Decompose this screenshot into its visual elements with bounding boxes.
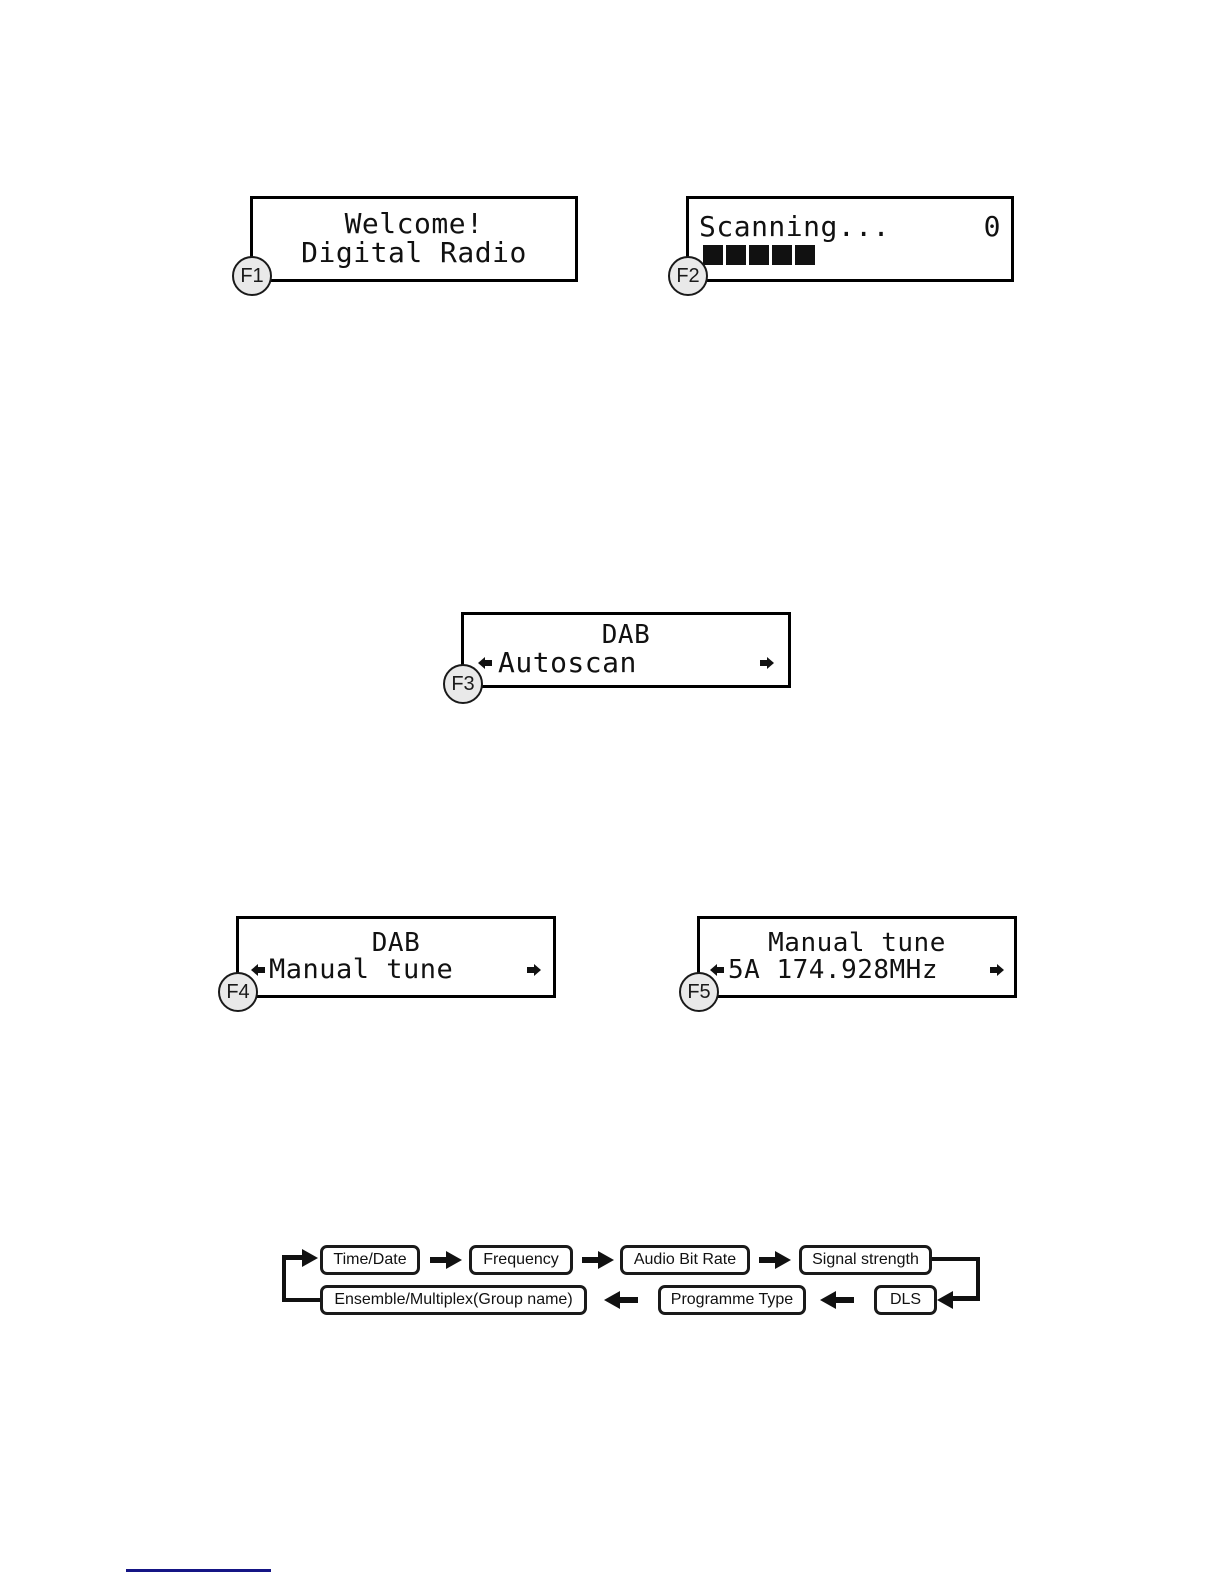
lcd-f1-line1: Welcome! xyxy=(253,210,575,239)
flow-arrow-right-3 xyxy=(775,1251,791,1269)
figure-f2: Scanning... 0 F2 xyxy=(668,196,1014,296)
lcd-f4-line2: Manual tune xyxy=(239,956,553,984)
figure-f5: Manual tune 5A 174.928MHz F5 xyxy=(679,916,1017,1012)
figure-label-f2: F2 xyxy=(668,256,708,296)
flow-arrow-left-2 xyxy=(820,1291,836,1309)
right-arrow-icon xyxy=(523,960,541,980)
flow-box-frequency[interactable]: Frequency xyxy=(469,1245,573,1275)
flow-box-signal-strength[interactable]: Signal strength xyxy=(799,1245,932,1275)
lcd-f4-title: DAB xyxy=(239,930,553,957)
flow-box-programme-type[interactable]: Programme Type xyxy=(658,1285,806,1315)
lcd-screen-f2: Scanning... 0 xyxy=(686,196,1014,282)
lcd-f1-line2: Digital Radio xyxy=(253,238,575,268)
figure-f3: DAB Autoscan F3 xyxy=(443,612,791,704)
flow-loop-right-vertical xyxy=(976,1257,980,1299)
lcd-f2-status-text: Scanning... xyxy=(699,209,890,243)
flow-arrow-tail xyxy=(836,1297,854,1303)
progress-block xyxy=(795,245,815,266)
left-arrow-icon xyxy=(251,960,269,980)
left-arrow-icon xyxy=(710,960,728,980)
left-arrow-icon xyxy=(478,653,496,673)
display-info-cycle-diagram: Time/Date Frequency Audio Bit Rate Signa… xyxy=(280,1230,1000,1330)
flow-box-ensemble-multiplex[interactable]: Ensemble/Multiplex(Group name) xyxy=(320,1285,587,1315)
progress-block xyxy=(772,245,792,266)
footer-divider-rule xyxy=(126,1569,271,1572)
lcd-f5-line2: 5A 174.928MHz xyxy=(700,957,1014,984)
flow-arrow-tail xyxy=(430,1257,448,1263)
right-arrow-icon xyxy=(756,653,774,673)
lcd-screen-f3: DAB Autoscan xyxy=(461,612,791,688)
flow-loop-left-horizontal-top xyxy=(282,1255,304,1260)
lcd-screen-f1: Welcome! Digital Radio xyxy=(250,196,578,282)
flow-arrow-right-1 xyxy=(446,1251,462,1269)
figure-f4: DAB Manual tune F4 xyxy=(218,916,556,1012)
lcd-f5-title: Manual tune xyxy=(700,930,1014,957)
right-arrow-icon xyxy=(986,960,1004,980)
lcd-f5-value: 5A 174.928MHz xyxy=(728,957,986,984)
flow-box-audio-bit-rate[interactable]: Audio Bit Rate xyxy=(620,1245,750,1275)
lcd-f2-count: 0 xyxy=(983,209,1001,243)
lcd-f3-value: Autoscan xyxy=(496,648,756,678)
figure-f1: Welcome! Digital Radio F1 xyxy=(232,196,578,296)
lcd-f3-title: DAB xyxy=(464,622,788,649)
flow-box-time-date[interactable]: Time/Date xyxy=(320,1245,420,1275)
progress-block xyxy=(726,245,746,266)
figure-label-f4: F4 xyxy=(218,972,258,1012)
flow-loop-right-horizontal-bottom xyxy=(952,1296,980,1301)
flow-arrow-tail xyxy=(759,1257,777,1263)
flow-arrow-tail xyxy=(620,1297,638,1303)
lcd-f4-value: Manual tune xyxy=(269,956,523,984)
flow-arrow-left-1 xyxy=(604,1291,620,1309)
figure-label-f5: F5 xyxy=(679,972,719,1012)
lcd-screen-f5: Manual tune 5A 174.928MHz xyxy=(697,916,1017,998)
lcd-screen-f4: DAB Manual tune xyxy=(236,916,556,998)
flow-loop-left-vertical xyxy=(282,1257,286,1302)
lcd-f2-progress-blocks xyxy=(689,245,1011,266)
progress-block xyxy=(703,245,723,266)
flow-arrow-right-into-time-date xyxy=(302,1249,318,1267)
flow-loop-left-horizontal-bottom xyxy=(282,1298,322,1302)
flow-box-dls[interactable]: DLS xyxy=(874,1285,937,1315)
lcd-f2-line1: Scanning... 0 xyxy=(689,209,1011,243)
flow-loop-right-horizontal-top xyxy=(932,1257,980,1261)
lcd-f3-line2: Autoscan xyxy=(464,648,788,678)
figure-label-f1: F1 xyxy=(232,256,272,296)
flow-arrow-right-2 xyxy=(598,1251,614,1269)
flow-arrow-left-into-dls xyxy=(937,1291,953,1309)
figure-label-f3: F3 xyxy=(443,664,483,704)
flow-arrow-tail xyxy=(582,1257,600,1263)
progress-block xyxy=(749,245,769,266)
